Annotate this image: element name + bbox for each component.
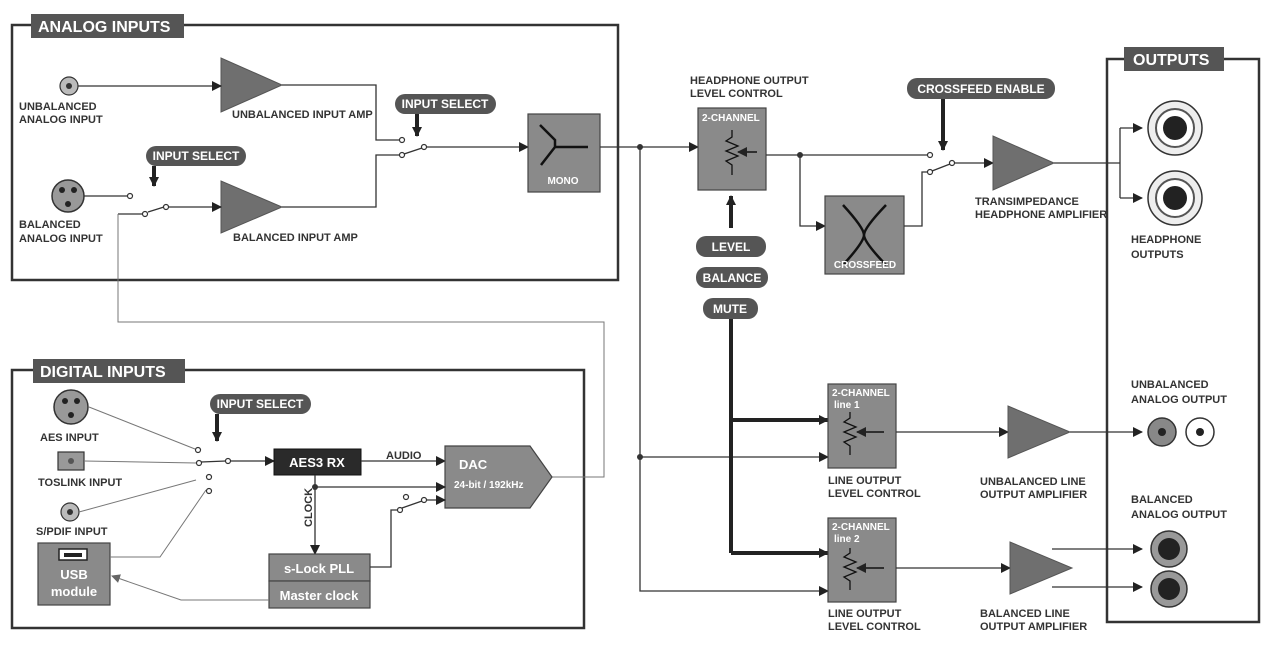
transimpedance-amp (992, 135, 1056, 191)
analog-inputs-title: ANALOG INPUTS (38, 19, 171, 36)
unbalanced-input-amp-label: UNBALANCED INPUT AMP (232, 109, 373, 121)
hp-outputs-label-2: OUTPUTS (1131, 249, 1184, 261)
usb-label-1: USB (60, 567, 87, 582)
input-select-pill-digital[interactable]: INPUT SELECT (210, 394, 311, 414)
unbal-output-label-2: ANALOG OUTPUT (1131, 394, 1227, 406)
bal-line-amp-label-1: BALANCED LINE (980, 608, 1070, 620)
outputs-title: OUTPUTS (1133, 52, 1210, 69)
hp-level-label-2: LEVEL CONTROL (690, 88, 783, 100)
headphone-level-control: 2-CHANNEL (697, 107, 767, 191)
crossfeed-enable-pill[interactable]: CROSSFEED ENABLE (907, 78, 1055, 99)
hp-level-label-1: HEADPHONE OUTPUT (690, 75, 809, 87)
level-pill[interactable]: LEVEL (696, 236, 766, 257)
hp-outputs-label-1: HEADPHONE (1131, 234, 1201, 246)
level-label: LEVEL (712, 240, 751, 254)
outputs-section: OUTPUTS (1105, 47, 1261, 624)
digital-inputs-title: DIGITAL INPUTS (40, 364, 166, 381)
aes3-rx-block: AES3 RX (273, 448, 362, 476)
unbalanced-line-output-amp (1007, 405, 1072, 459)
spdif-input-label: S/PDIF INPUT (36, 526, 108, 538)
toslink-input-jack[interactable] (57, 451, 85, 471)
balanced-input-amp-label: BALANCED INPUT AMP (233, 232, 358, 244)
clock-signal-label: CLOCK (303, 488, 315, 527)
analog-inputs-section: ANALOG INPUTS (10, 14, 620, 282)
unbalanced-input-amp (220, 57, 284, 113)
bal-output-label-2: ANALOG OUTPUT (1131, 509, 1227, 521)
trans-amp-label-1: TRANSIMPEDANCE (975, 196, 1079, 208)
line1-name: line 1 (834, 400, 860, 411)
aes-input-jack[interactable] (53, 389, 89, 425)
balanced-analog-input[interactable] (51, 179, 85, 213)
line2-2ch: 2-CHANNEL (832, 522, 890, 533)
line1-2ch: 2-CHANNEL (832, 388, 890, 399)
spdif-input-jack[interactable] (60, 502, 80, 522)
slock-pll-block: s-Lock PLL (268, 553, 371, 582)
input-select-pill-analog[interactable]: INPUT SELECT (395, 94, 496, 114)
unbal-line-amp-label-1: UNBALANCED LINE (980, 476, 1086, 488)
trans-amp-label-2: HEADPHONE AMPLIFIER (975, 209, 1107, 221)
mute-pill[interactable]: MUTE (703, 298, 758, 319)
line1-level-label-2: LEVEL CONTROL (828, 488, 921, 500)
balanced-input-amp (220, 180, 284, 234)
mono-label: MONO (547, 176, 578, 187)
usb-label-2: module (51, 584, 97, 599)
usb-module[interactable]: USB module (37, 542, 111, 606)
balanced-input-label-1: BALANCED (19, 219, 81, 231)
digital-inputs-section: DIGITAL INPUTS (10, 359, 586, 630)
input-select-label-2: INPUT SELECT (402, 97, 489, 111)
unbal-line-amp-label-2: OUTPUT AMPLIFIER (980, 489, 1087, 501)
mute-label: MUTE (713, 302, 747, 316)
audio-signal-label: AUDIO (386, 450, 422, 462)
line1-level-control: 2-CHANNEL line 1 (827, 383, 897, 469)
crossfeed-enable-label: CROSSFEED ENABLE (917, 82, 1044, 96)
hp-level-2ch: 2-CHANNEL (702, 113, 760, 124)
dac-label: DAC (459, 457, 488, 472)
crossfeed-block: CROSSFEED (824, 195, 905, 275)
unbal-output-label-1: UNBALANCED (1131, 379, 1209, 391)
crossfeed-label: CROSSFEED (834, 260, 896, 271)
line1-level-label-1: LINE OUTPUT (828, 475, 902, 487)
unbalanced-output-jack-2[interactable] (1185, 417, 1215, 447)
headphone-output-jack-1[interactable] (1147, 100, 1203, 156)
balance-pill[interactable]: BALANCE (696, 267, 768, 288)
line2-level-label-1: LINE OUTPUT (828, 608, 902, 620)
balanced-line-output-amp (1009, 541, 1074, 595)
input-select-label-1: INPUT SELECT (153, 149, 240, 163)
unbalanced-analog-input[interactable] (59, 76, 79, 96)
aes3rx-label: AES3 RX (289, 455, 345, 470)
balanced-input-label-2: ANALOG INPUT (19, 233, 103, 245)
unbalanced-input-label-2: ANALOG INPUT (19, 114, 103, 126)
slock-label: s-Lock PLL (284, 561, 354, 576)
headphone-output-jack-2[interactable] (1147, 170, 1203, 226)
balanced-output-jack-2[interactable] (1150, 570, 1188, 608)
line2-level-control: 2-CHANNEL line 2 (827, 517, 897, 603)
balanced-output-jack-1[interactable] (1150, 530, 1188, 568)
line2-level-label-2: LEVEL CONTROL (828, 621, 921, 633)
aes-input-label: AES INPUT (40, 432, 99, 444)
balance-label: BALANCE (703, 271, 762, 285)
line2-name: line 2 (834, 534, 860, 545)
bal-line-amp-label-2: OUTPUT AMPLIFIER (980, 621, 1087, 633)
dac-block: DAC 24-bit / 192kHz (444, 445, 553, 509)
unbalanced-output-jack-1[interactable] (1147, 417, 1177, 447)
input-select-pill-balanced[interactable]: INPUT SELECT (146, 146, 246, 166)
input-select-label-3: INPUT SELECT (217, 397, 304, 411)
toslink-input-label: TOSLINK INPUT (38, 477, 122, 489)
unbalanced-input-label-1: UNBALANCED (19, 101, 97, 113)
bal-output-label-1: BALANCED (1131, 494, 1193, 506)
mono-block: MONO (527, 113, 601, 193)
master-clock-block: Master clock (268, 580, 371, 609)
master-clock-label: Master clock (280, 588, 360, 603)
dac-spec-label: 24-bit / 192kHz (454, 480, 523, 491)
